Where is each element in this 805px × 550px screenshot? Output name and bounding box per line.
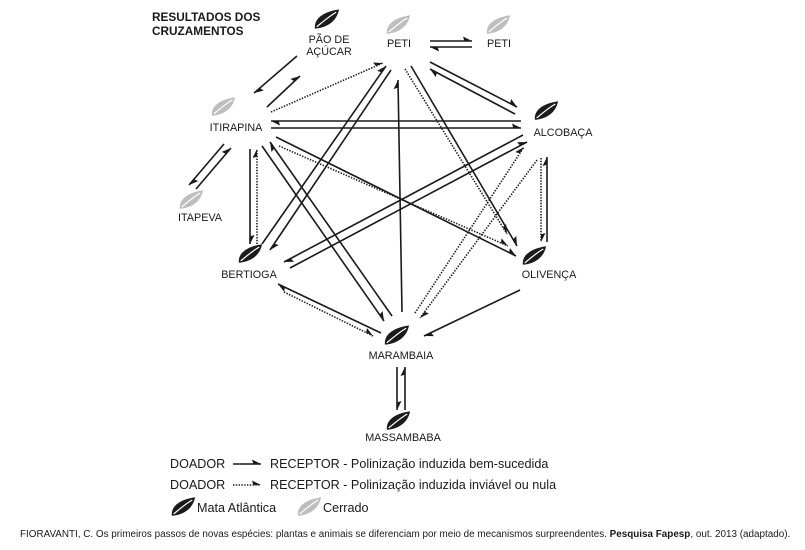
node-peti-right: PETI: [486, 14, 511, 50]
arrow-bertioga-to-marambaia-failure: [283, 291, 374, 337]
cerrado-leaf-icon: [179, 189, 204, 210]
node-itirapina: ITIRAPINA: [210, 96, 264, 134]
cerrado-leaf-icon: [486, 14, 511, 35]
arrow-alcobaca-to-peti-success: [429, 68, 516, 115]
node-label: ITIRAPINA: [210, 122, 264, 134]
legend-biomes-row: Mata Atlântica Cerrado: [171, 496, 369, 517]
node-label: PETI: [487, 38, 511, 50]
legend-success-row: DOADOR RECEPTOR - Polinização induzida b…: [170, 457, 548, 471]
arrow-peti-to-bertioga-success: [269, 69, 392, 251]
node-peti-left: PETI: [386, 14, 411, 50]
mata-atlantica-leaf-icon: [534, 100, 559, 121]
arrow-itirapina-to-pao-de-acucar-success: [266, 75, 301, 108]
node-marambaia: MARAMBAIA: [369, 324, 435, 362]
arrow-peti-to-alcobaca-success: [429, 61, 518, 108]
node-label: OLIVENÇA: [522, 269, 577, 281]
node-label: ALCOBAÇA: [534, 127, 594, 139]
cerrado-leaf-icon: [297, 496, 322, 517]
arrow-alcobaca-to-bertioga-success: [283, 134, 524, 263]
arrow-peti-to-olivenca-success: [410, 65, 518, 247]
legend-donor-label: DOADOR: [170, 478, 225, 492]
mata-atlantica-leaf-icon: [171, 496, 196, 517]
cerrado-leaf-icon: [386, 14, 411, 35]
arrow-alcobaca-to-marambaia-failure: [419, 159, 538, 319]
node-olivenca: OLIVENÇA: [522, 245, 577, 281]
arrow-marambaia-to-bertioga-success: [277, 283, 382, 334]
citation-details: , out. 2013 (adaptado).: [690, 529, 790, 540]
arrow-itirapina-to-olivenca-failure: [278, 145, 509, 247]
node-label: AÇÚCAR: [306, 45, 352, 58]
legend-mata-atlantica-label: Mata Atlântica: [197, 501, 276, 515]
arrow-itirapina-to-itapeva-success: [188, 143, 225, 186]
node-pao-de-acucar: PÃO DE AÇÚCAR: [306, 8, 352, 58]
mata-atlantica-leaf-icon: [314, 8, 340, 30]
legend-donor-label: DOADOR: [170, 457, 225, 471]
arrow-itirapina-to-peti-failure: [270, 62, 384, 113]
arrow-marambaia-to-alcobaca-failure: [414, 146, 525, 314]
arrow-olivenca-to-marambaia-success: [423, 289, 521, 337]
diagram-title-line-2: CRUZAMENTOS: [152, 24, 244, 38]
crossing-arrows: [188, 36, 548, 410]
node-label: PÃO DE: [309, 33, 350, 46]
mata-atlantica-leaf-icon: [238, 243, 263, 264]
legend-receptor-label: RECEPTOR - Polinização induzida bem-suce…: [270, 457, 548, 471]
legend: DOADOR RECEPTOR - Polinização induzida b…: [170, 457, 556, 517]
arrow-pao-de-acucar-to-itirapina-success: [253, 55, 298, 94]
mata-atlantica-leaf-icon: [386, 410, 411, 431]
node-massambaba: MASSAMBABA: [365, 410, 442, 444]
source-citation: FIORAVANTI, C. Os primeiros passos de no…: [20, 529, 790, 540]
node-alcobaca: ALCOBAÇA: [534, 100, 594, 139]
node-label: PETI: [387, 38, 411, 50]
arrow-bertioga-to-peti-success: [261, 65, 387, 245]
arrow-marambaia-to-itirapina-success: [269, 141, 393, 317]
arrow-itirapina-to-marambaia-success: [261, 145, 385, 322]
arrow-itapeva-to-itirapina-success: [195, 147, 232, 190]
arrow-marambaia-to-peti-success: [393, 79, 403, 313]
citation-text: FIORAVANTI, C. Os primeiros passos de no…: [20, 529, 610, 540]
legend-receptor-label: RECEPTOR - Polinização induzida inviável…: [270, 478, 556, 492]
arrow-bertioga-to-alcobaca-success: [289, 141, 528, 269]
mata-atlantica-leaf-icon: [384, 324, 410, 346]
node-bertioga: BERTIOGA: [221, 243, 278, 281]
node-itapeva: ITAPEVA: [178, 189, 223, 224]
node-label: MASSAMBABA: [365, 432, 441, 444]
arrow-itirapina-to-olivenca-success: [275, 136, 517, 257]
citation-journal: Pesquisa Fapesp: [610, 529, 691, 540]
cerrado-leaf-icon: [211, 96, 236, 117]
diagram-title-line-1: RESULTADOS DOS: [152, 10, 260, 24]
legend-failure-row: DOADOR RECEPTOR - Polinização induzida i…: [170, 478, 556, 492]
mata-atlantica-leaf-icon: [522, 245, 547, 266]
node-label: ITAPEVA: [178, 212, 223, 224]
node-label: BERTIOGA: [221, 269, 277, 281]
legend-cerrado-label: Cerrado: [323, 501, 369, 515]
node-label: MARAMBAIA: [369, 350, 435, 362]
